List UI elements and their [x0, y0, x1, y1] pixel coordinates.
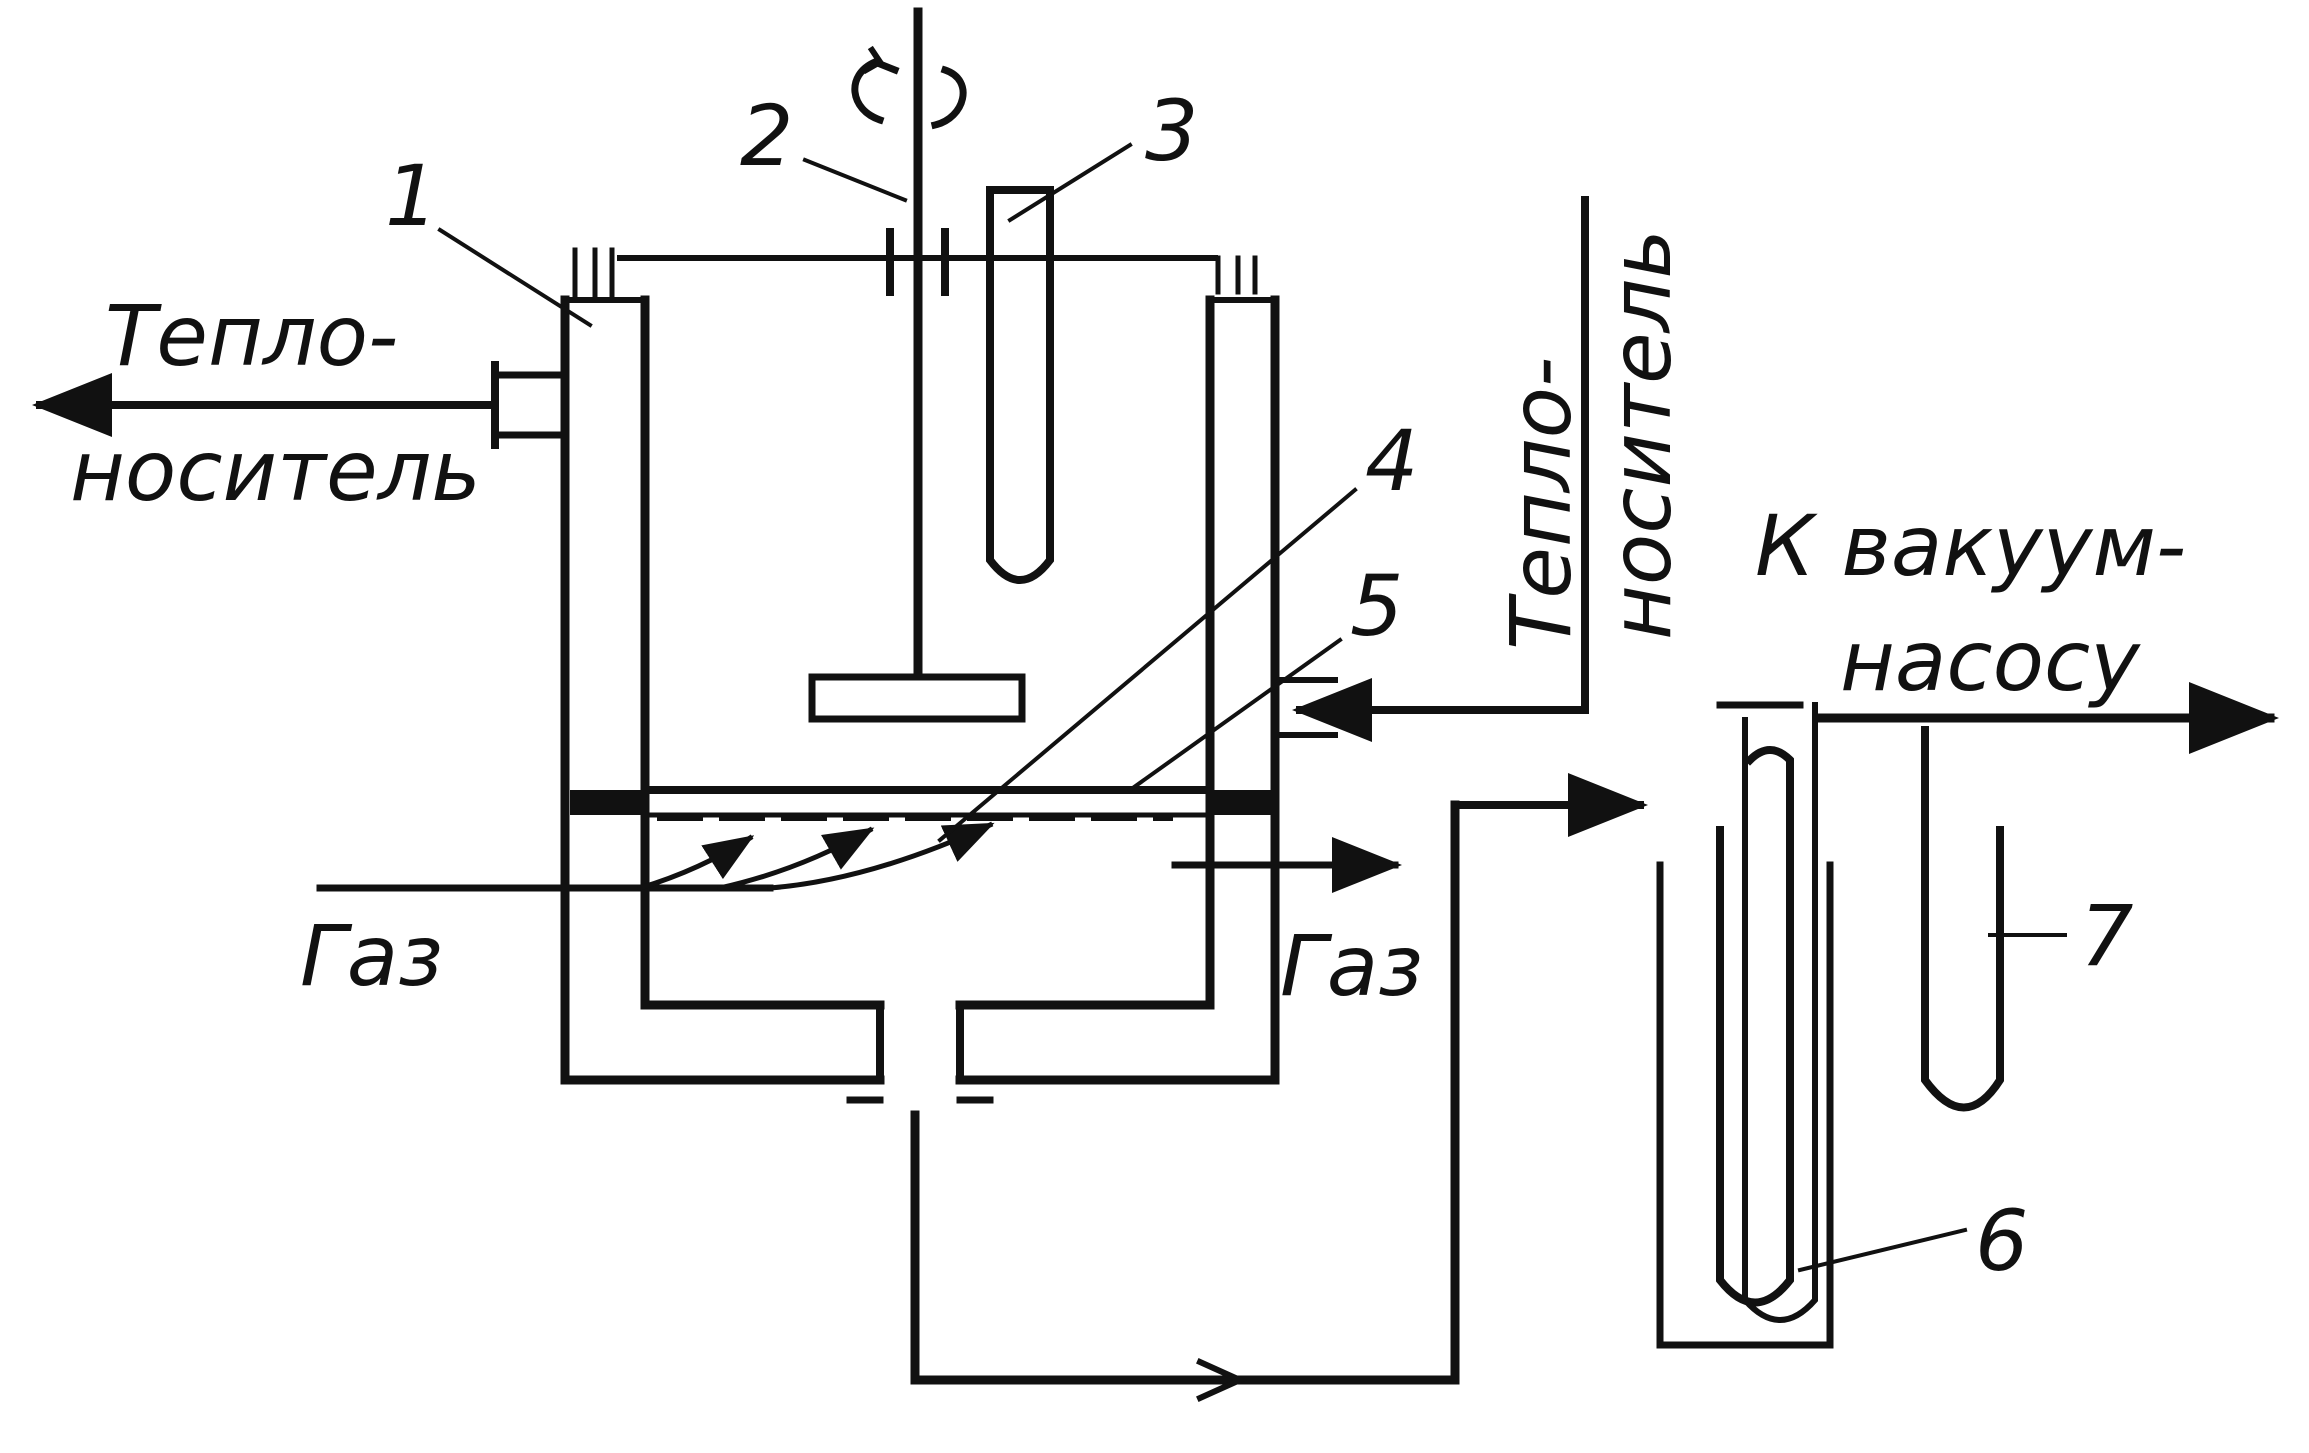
- gas-inlet-label: Газ: [300, 907, 443, 1005]
- gas-inlet-flow: [316, 821, 995, 892]
- rotation-arrow-icon: [851, 58, 967, 130]
- coolant-inlet: [1272, 196, 1589, 742]
- label-7: 7: [2080, 887, 2133, 985]
- label-1: 1: [385, 147, 438, 245]
- label-3: 3: [1145, 82, 1198, 180]
- stirrer: [808, 7, 1026, 723]
- vacuum-label-line1: К вакуум-: [1755, 497, 2186, 595]
- manometer: [1921, 726, 2004, 1112]
- vacuum-label-line2: насосу: [1840, 612, 2141, 710]
- cold-trap: [1656, 701, 1834, 1349]
- coolant-right-line1: Тепло-: [1492, 357, 1590, 650]
- label-6: 6: [1975, 1192, 2028, 1290]
- label-2: 2: [740, 87, 793, 185]
- label-4: 4: [1365, 412, 1418, 510]
- thermometer: [986, 186, 1054, 584]
- coolant-outlet: [32, 361, 569, 449]
- leader-lines: [437, 142, 2067, 1273]
- coolant-left-line2: носитель: [70, 422, 481, 520]
- coolant-right-line2: носитель: [1592, 229, 1690, 640]
- drain-line: [910, 773, 1648, 1402]
- label-5: 5: [1350, 557, 1403, 655]
- coolant-left-line1: Тепло-: [105, 287, 398, 385]
- gas-outlet-label: Газ: [1280, 917, 1423, 1015]
- vessel-lid: [572, 228, 1258, 298]
- vacuum-line: [1815, 682, 2279, 1112]
- porous-plate: [641, 786, 1214, 821]
